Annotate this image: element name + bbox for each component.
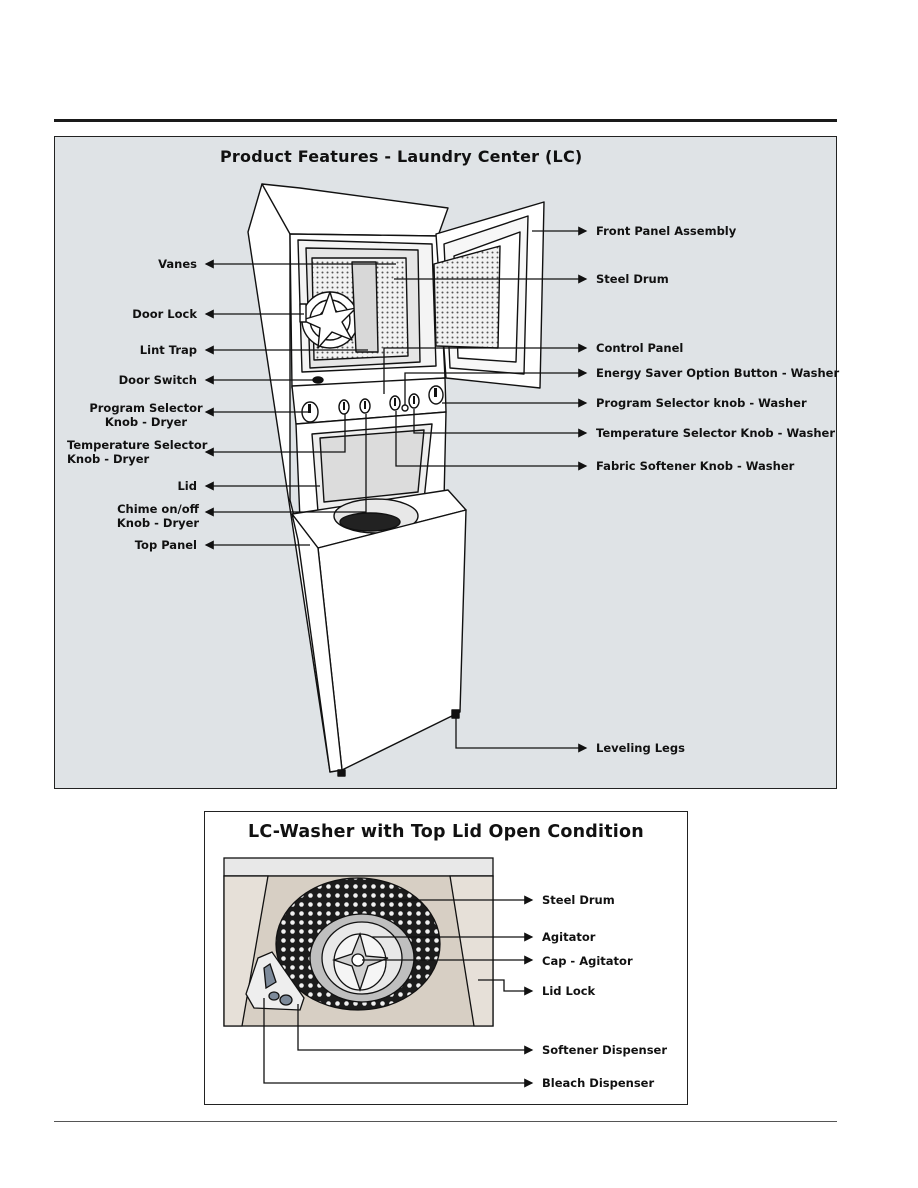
label-vanes: Vanes: [158, 257, 197, 271]
label-front-panel-assembly: Front Panel Assembly: [596, 224, 737, 238]
label-fig2-agitator: Agitator: [542, 930, 596, 944]
label-program-selector-dryer-line2: Knob - Dryer: [104, 415, 188, 429]
label-door-lock: Door Lock: [132, 307, 197, 321]
label-energy-saver: Energy Saver Option Button - Washer: [596, 366, 840, 380]
label-temperature-selector-dryer-line2: Knob - Dryer: [67, 452, 150, 466]
laundry-center-illustration: [247, 183, 545, 777]
label-lint-trap: Lint Trap: [139, 343, 197, 357]
label-fig2-bleach-dispenser: Bleach Dispenser: [542, 1076, 655, 1090]
leader-lines-figure2: [263, 895, 534, 1088]
label-control-panel: Control Panel: [596, 341, 684, 355]
footer-rule: [54, 1121, 837, 1122]
leader-lines-left: [204, 259, 396, 550]
figure2-title: LC-Washer with Top Lid Open Condition: [248, 822, 644, 842]
label-temperature-selector-dryer-line1: Temperature Selector: [67, 438, 208, 452]
label-door-switch: Door Switch: [118, 373, 197, 387]
label-temperature-selector-washer: Temperature Selector Knob - Washer: [596, 426, 835, 440]
label-chime-line2: Knob - Dryer: [116, 516, 200, 530]
header-rule: [54, 119, 837, 122]
label-program-selector-dryer-line1: Program Selector: [89, 401, 203, 415]
label-fig2-softener-dispenser: Softener Dispenser: [542, 1043, 668, 1057]
label-temperature-selector-dryer: Temperature Selector Knob - Dryer: [67, 438, 207, 466]
label-fabric-softener-washer: Fabric Softener Knob - Washer: [596, 459, 795, 473]
label-top-panel: Top Panel: [134, 538, 197, 552]
label-leveling-legs: Leveling Legs: [596, 741, 685, 755]
label-program-selector-dryer: Program Selector Knob - Dryer: [86, 401, 206, 429]
leader-lines-right: [383, 226, 588, 753]
label-chime-line1: Chime on/off: [117, 502, 199, 516]
washer-top-illustration: [223, 857, 494, 1027]
label-fig2-lid-lock: Lid Lock: [542, 984, 596, 998]
label-chime: Chime on/off Knob - Dryer: [112, 502, 204, 530]
label-fig2-steel-drum: Steel Drum: [542, 893, 615, 907]
label-program-selector-washer: Program Selector knob - Washer: [596, 396, 807, 410]
figure1-title: Product Features - Laundry Center (LC): [220, 147, 583, 166]
label-lid: Lid: [177, 479, 197, 493]
label-steel-drum: Steel Drum: [596, 272, 669, 286]
label-fig2-cap-agitator: Cap - Agitator: [542, 954, 633, 968]
